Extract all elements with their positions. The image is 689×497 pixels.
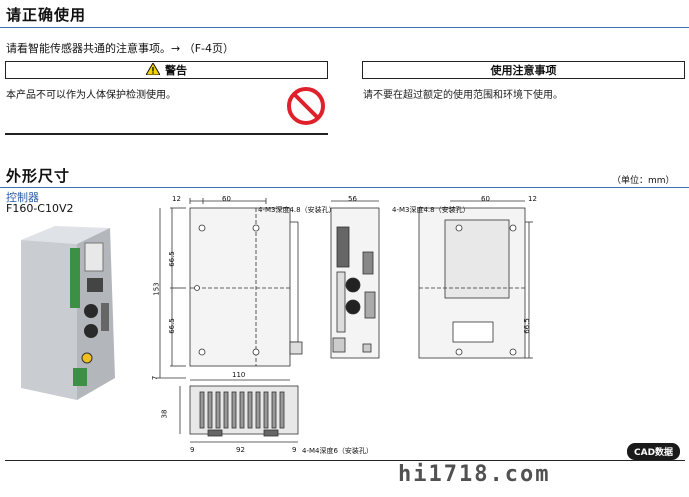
warning-text: 本产品不可以作为人体保护检测使用。	[6, 90, 176, 101]
side-view-drawing	[325, 192, 385, 376]
dim-front-left: 12	[172, 195, 181, 203]
caution-text: 请不要在超过额定的使用范围和环境下使用。	[363, 90, 563, 101]
unit-label: （单位：mm）	[612, 176, 675, 186]
dim-bottom-height: 38	[160, 409, 169, 419]
dim-height-lower: 66.5	[167, 318, 176, 334]
dim-height-upper: 66.5	[167, 251, 176, 267]
dim-bottom-width: 110	[232, 371, 246, 379]
dim-side-width: 56	[348, 195, 357, 203]
caution-header: 使用注意事项	[362, 61, 685, 79]
instruction-text: 请看智能传感器共通的注意事项。→ （F-4页）	[6, 42, 235, 55]
dim-back-width: 60	[481, 195, 490, 203]
prohibited-icon	[285, 85, 327, 131]
warning-triangle-icon	[145, 61, 161, 78]
section-title-usage: 请正确使用	[6, 6, 87, 24]
section-divider	[0, 27, 689, 28]
dim-front-width: 60	[222, 195, 231, 203]
dim-height-total: 153	[152, 282, 161, 296]
warning-header-label: 警告	[165, 64, 187, 77]
section-divider-2	[0, 187, 689, 188]
dim-back-right: 12	[528, 195, 537, 203]
product-photo	[15, 218, 125, 407]
section-title-dimensions: 外形尺寸	[6, 167, 71, 185]
watermark-text: hi1718.com	[398, 462, 551, 487]
product-model: F160-C10V2	[6, 202, 74, 215]
front-view-drawing	[150, 192, 320, 396]
dim-height-base: 7	[151, 375, 160, 381]
front-hole-note: 4-M3深度4.8（安装孔）	[258, 206, 336, 214]
warning-header: 警告	[5, 61, 328, 79]
bottom-view-drawing	[160, 380, 310, 459]
dim-back-right-height: 66.5	[522, 318, 531, 334]
back-hole-note: 4-M3深度4.8（安装孔）	[392, 206, 470, 214]
product-category: 控制器	[6, 191, 39, 204]
back-view-drawing	[405, 192, 545, 376]
bottom-rule	[5, 460, 685, 461]
dim-bottom-span: 92	[236, 446, 245, 454]
cad-data-badge[interactable]: CAD数据	[627, 443, 681, 460]
bottom-hole-note: 4-M4深度6（安装孔）	[302, 447, 373, 455]
dim-bottom-left: 9	[190, 446, 195, 454]
warning-bottom-rule	[5, 133, 328, 135]
dim-bottom-right: 9	[292, 446, 297, 454]
